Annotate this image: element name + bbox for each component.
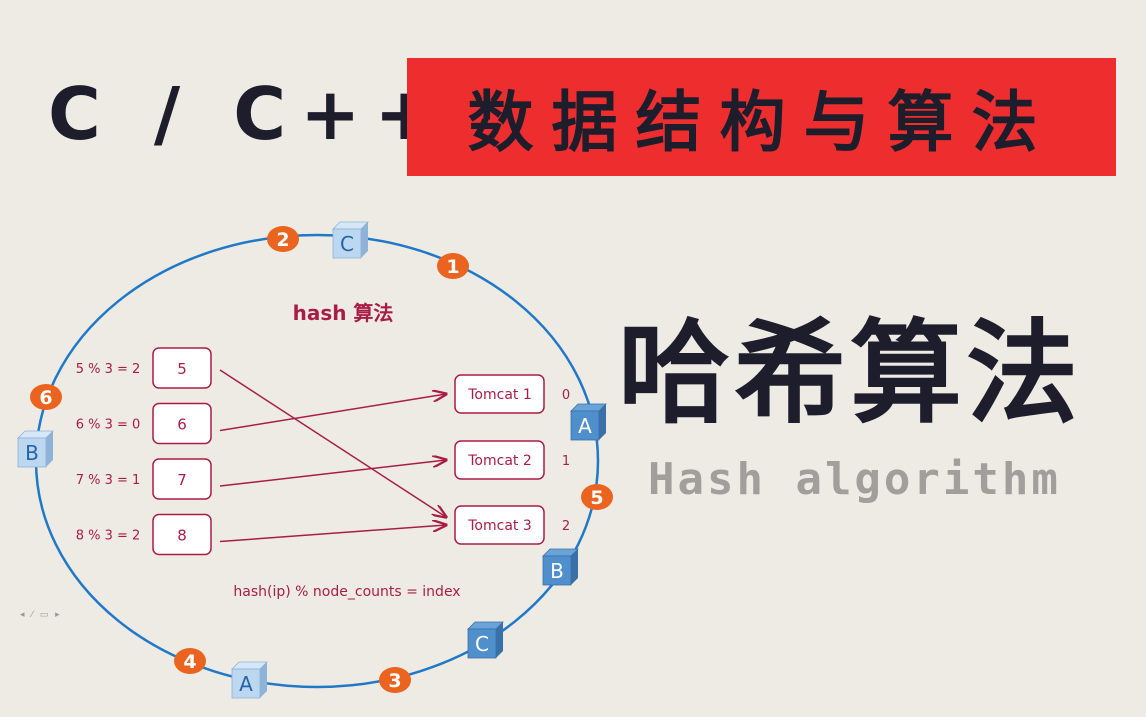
topic-english: Hash algorithm xyxy=(648,454,1061,505)
node-label: B xyxy=(25,441,39,465)
input-value: 5 xyxy=(177,360,187,378)
diagram-title: hash 算法 xyxy=(293,301,394,325)
server-node-cube: C xyxy=(332,221,369,259)
ring-marker: 5 xyxy=(581,484,613,510)
server-box: Tomcat 2 1 xyxy=(454,440,570,480)
input-value: 7 xyxy=(177,471,187,489)
title-banner: 数据结构与算法 xyxy=(407,58,1116,176)
formula: hash(ip) % node_counts = index xyxy=(233,584,460,600)
modulo-expression: 8 % 3 = 2 xyxy=(76,529,141,544)
input-item: 5 % 3 = 2 5 xyxy=(76,347,212,389)
banner-text: 数据结构与算法 xyxy=(467,83,1056,161)
slide-nav-controls[interactable]: ◂ ⁄ ▭ ▸ xyxy=(20,610,62,620)
input-list: 5 % 3 = 2 5 6 % 3 = 0 6 7 % 3 = 1 7 8 % 3 = 2 8 xyxy=(76,347,212,556)
node-label: B xyxy=(550,559,564,583)
server-label: Tomcat 3 xyxy=(467,518,532,534)
svg-text:4: 4 xyxy=(183,651,196,673)
server-node-cube: B xyxy=(17,430,54,468)
svg-text:1: 1 xyxy=(446,256,459,278)
ring-marker: 3 xyxy=(379,667,411,693)
ring-marker: 4 xyxy=(174,648,206,674)
svg-text:3: 3 xyxy=(388,670,401,692)
modulo-expression: 7 % 3 = 1 xyxy=(76,473,141,488)
ring-nodes: C A B C A B xyxy=(17,221,607,699)
server-box: Tomcat 3 2 xyxy=(454,505,570,545)
server-node-cube: B xyxy=(542,548,579,586)
input-item: 7 % 3 = 1 7 xyxy=(76,458,212,500)
server-node-cube: C xyxy=(467,621,504,659)
mapping-arrow xyxy=(219,394,446,432)
svg-text:5: 5 xyxy=(590,487,603,509)
server-index: 1 xyxy=(562,454,570,469)
node-label: C xyxy=(475,632,489,656)
ring-markers: 1 2 3 4 5 6 xyxy=(30,226,613,693)
ring-marker: 1 xyxy=(437,253,469,279)
server-index: 0 xyxy=(562,388,570,403)
server-label: Tomcat 2 xyxy=(467,453,532,469)
title-c-cpp: C / C++ xyxy=(48,72,449,156)
mapping-arrow xyxy=(219,525,446,543)
mapping-arrow xyxy=(219,460,446,487)
server-box: Tomcat 1 0 xyxy=(454,374,570,414)
mapping-arrow xyxy=(219,369,446,517)
modulo-expression: 6 % 3 = 0 xyxy=(76,418,141,433)
modulo-expression: 5 % 3 = 2 xyxy=(76,362,141,377)
svg-text:2: 2 xyxy=(276,229,289,251)
ring-marker: 2 xyxy=(267,226,299,252)
ring-marker: 6 xyxy=(30,384,62,410)
node-label: A xyxy=(239,672,253,696)
input-value: 8 xyxy=(177,527,187,545)
server-node-cube: A xyxy=(231,661,268,699)
server-index: 2 xyxy=(562,519,570,534)
mapping-arrows xyxy=(219,369,446,543)
svg-text:6: 6 xyxy=(39,387,52,409)
node-label: A xyxy=(578,414,592,438)
input-value: 6 xyxy=(177,416,187,434)
server-label: Tomcat 1 xyxy=(467,387,532,403)
server-node-cube: A xyxy=(570,403,607,441)
node-label: C xyxy=(340,232,354,256)
input-item: 6 % 3 = 0 6 xyxy=(76,402,212,445)
input-item: 8 % 3 = 2 8 xyxy=(76,513,212,556)
topic-chinese: 哈希算法 xyxy=(618,309,1082,439)
